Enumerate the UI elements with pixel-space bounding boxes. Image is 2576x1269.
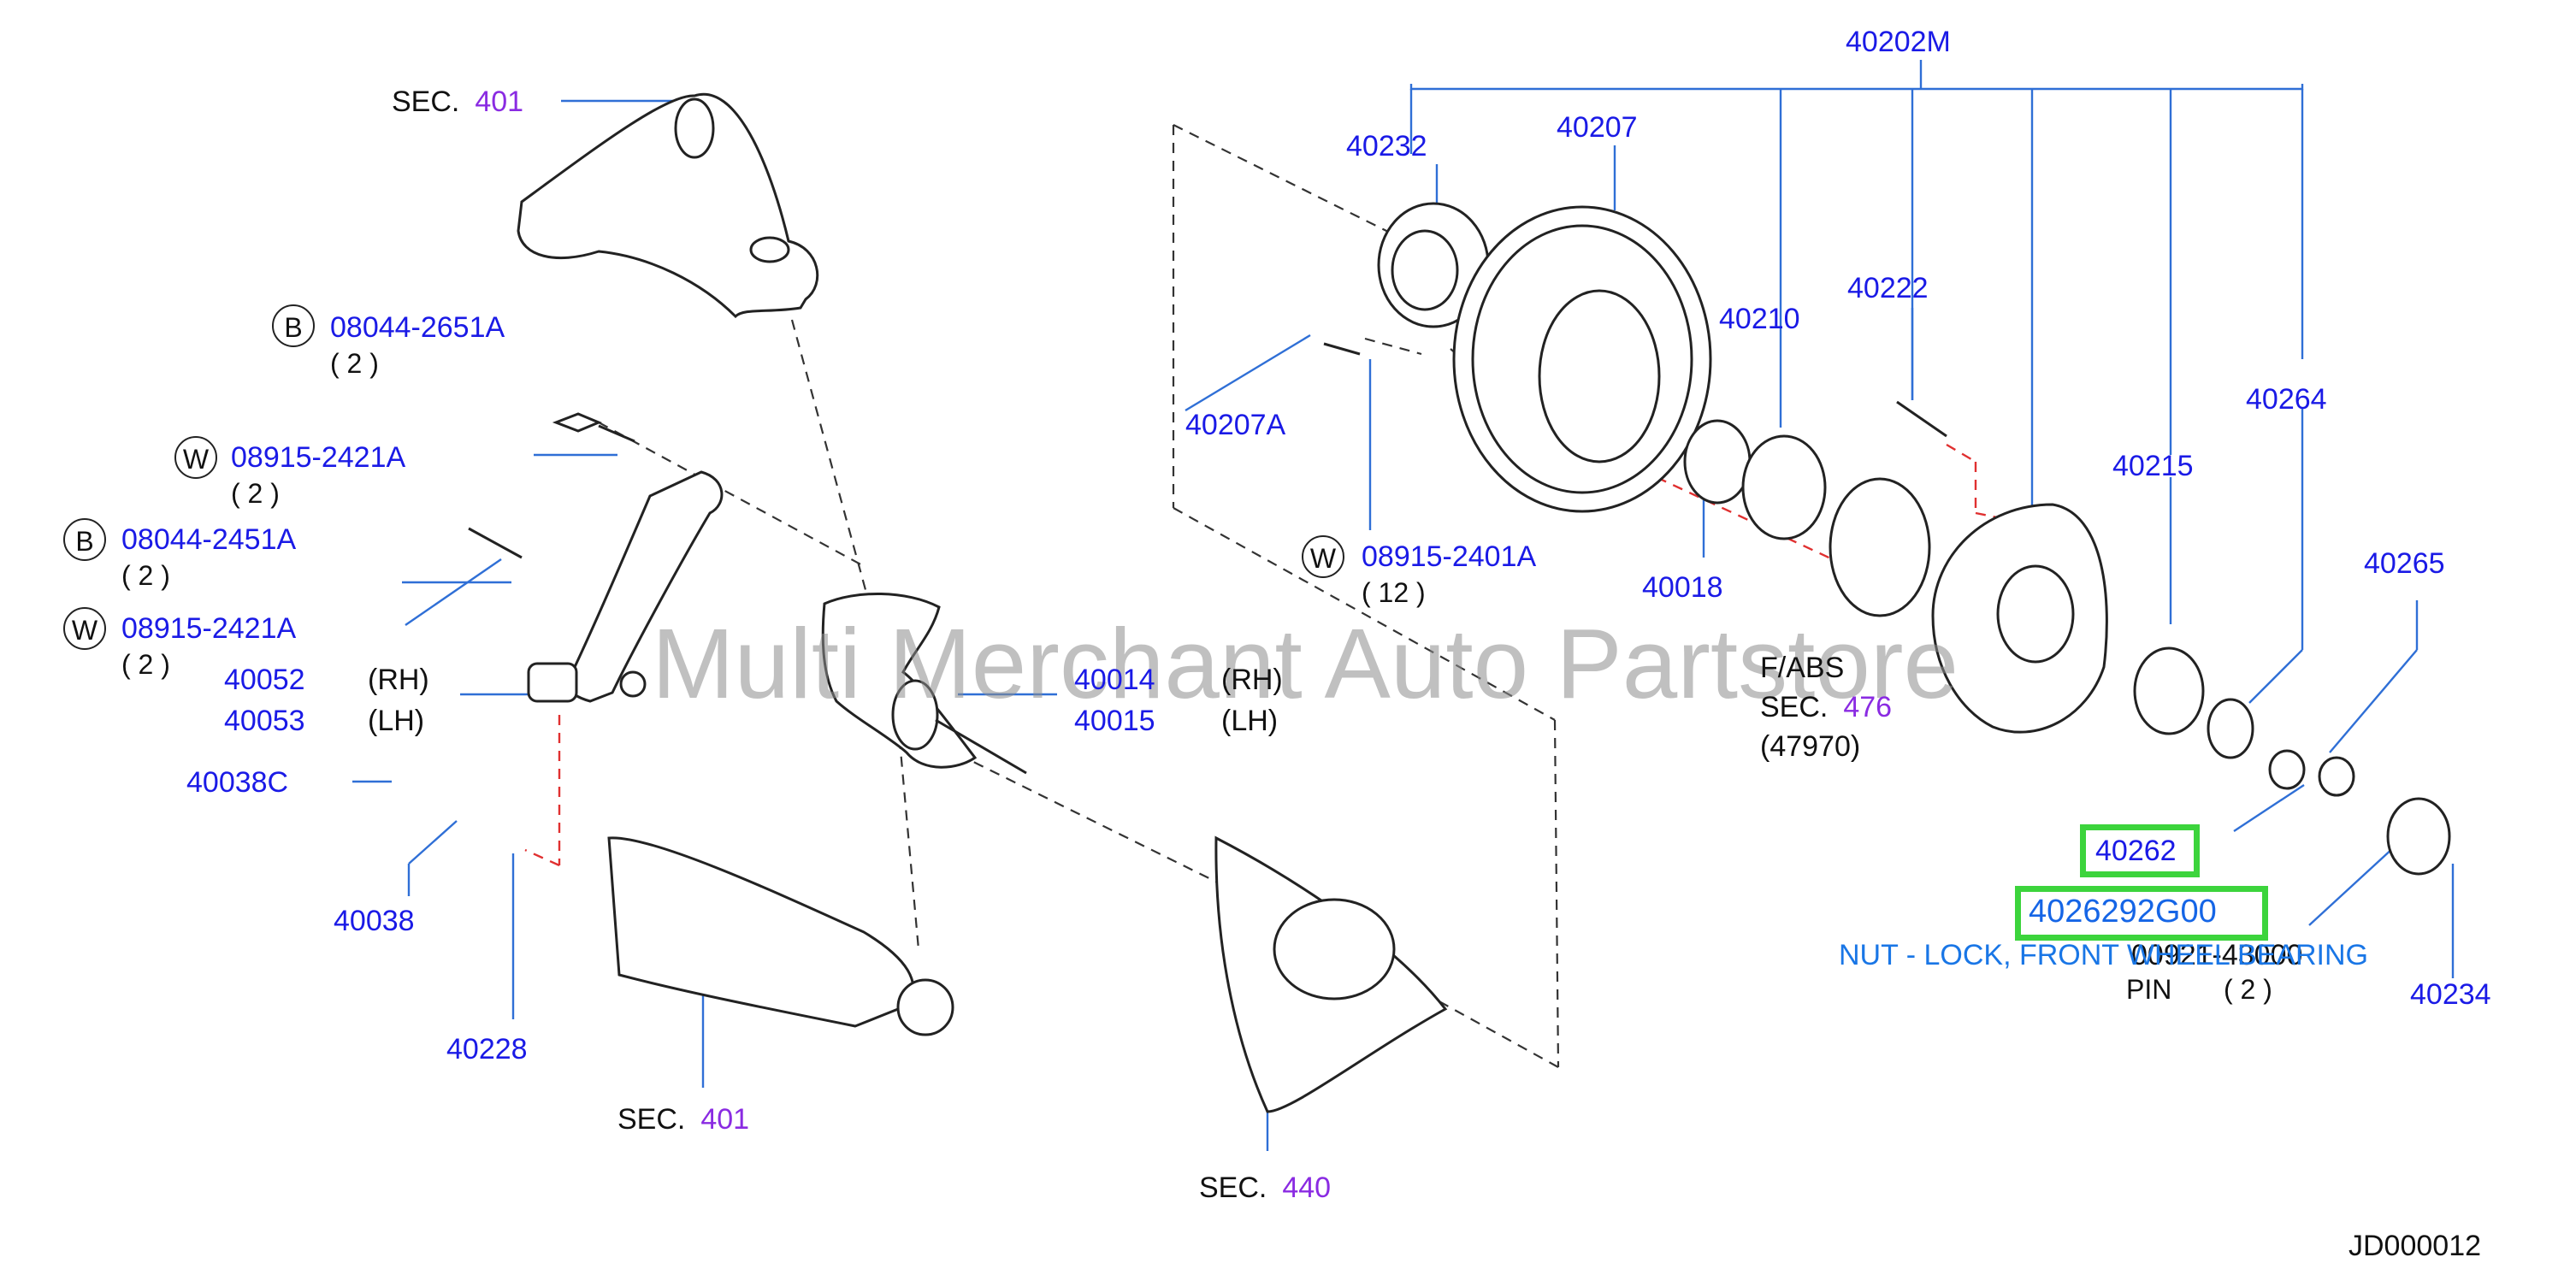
side-lh: (LH) — [368, 705, 425, 737]
fastener-qty: ( 2 ) — [330, 348, 379, 379]
fastener-08044-2651A[interactable]: 08044-2651A — [330, 311, 505, 344]
part-40207[interactable]: 40207 — [1557, 111, 1638, 144]
pin-qty: ( 2 ) — [2224, 974, 2272, 1005]
part-40232[interactable]: 40232 — [1346, 130, 1427, 162]
washer-mark-icon: W — [174, 436, 217, 479]
part-40014[interactable]: 40014 — [1074, 664, 1155, 696]
fastener-08915-2401A[interactable]: 08915-2401A — [1362, 540, 1537, 573]
fastener-08915-2421A[interactable]: 08915-2421A — [231, 441, 406, 474]
fastener-qty: ( 2 ) — [121, 560, 170, 591]
side-lh: (LH) — [1221, 705, 1279, 737]
fastener-qty: ( 12 ) — [1362, 577, 1426, 608]
fastener-08044-2451A[interactable]: 08044-2451A — [121, 523, 297, 556]
section-number: 476 — [1843, 691, 1893, 723]
section-ref-401-bottom: SEC. 401 — [617, 1103, 749, 1136]
section-label: SEC. — [617, 1103, 686, 1136]
leader-lines — [352, 60, 2455, 1151]
part-40210[interactable]: 40210 — [1719, 303, 1800, 335]
section-label: SEC. — [1199, 1172, 1267, 1204]
section-label: SEC. — [392, 86, 460, 118]
part-40222[interactable]: 40222 — [1847, 272, 1929, 304]
diagram-code: JD000012 — [2349, 1230, 2482, 1262]
side-rh: (RH) — [368, 664, 429, 696]
washer-mark-icon: W — [63, 607, 106, 650]
part-40265[interactable]: 40265 — [2364, 547, 2445, 580]
section-label: SEC. — [1760, 691, 1829, 723]
fabs-label: F/ABS — [1760, 652, 1845, 684]
part-40038C[interactable]: 40038C — [186, 766, 289, 799]
part-00921-43000[interactable]: 00921-43000 — [2131, 939, 2303, 971]
section-number: 401 — [700, 1103, 750, 1136]
washer-mark-icon: W — [1302, 535, 1344, 578]
part-40262[interactable]: 40262 — [2095, 835, 2177, 867]
part-40038[interactable]: 40038 — [334, 905, 415, 937]
bolt-mark-icon: B — [272, 304, 315, 347]
section-ref-476: SEC. 476 — [1760, 691, 1892, 723]
section-number: 440 — [1282, 1172, 1332, 1204]
part-40052[interactable]: 40052 — [224, 664, 305, 696]
highlight-box-40262 — [2080, 824, 2200, 877]
watermark: Multi Merchant Auto Partstore — [652, 608, 1959, 719]
part-40015[interactable]: 40015 — [1074, 705, 1155, 737]
fabs-ref: (47970) — [1760, 730, 1861, 763]
part-number-4026292G00[interactable]: 4026292G00 — [2029, 894, 2217, 930]
part-sketches — [468, 92, 2451, 1113]
part-40018[interactable]: 40018 — [1642, 571, 1723, 604]
side-rh: (RH) — [1221, 664, 1283, 696]
section-ref-401-top: SEC. 401 — [392, 86, 523, 118]
part-40228[interactable]: 40228 — [446, 1033, 528, 1065]
highlight-box-part-number — [2015, 886, 2268, 941]
part-description: NUT - LOCK, FRONT WHEEL BEARING — [1839, 939, 2369, 971]
part-40215[interactable]: 40215 — [2112, 450, 2194, 482]
pin-label: PIN — [2126, 974, 2172, 1005]
fastener-qty: ( 2 ) — [231, 478, 280, 509]
section-ref-440: SEC. 440 — [1199, 1172, 1331, 1204]
part-40053[interactable]: 40053 — [224, 705, 305, 737]
part-40234[interactable]: 40234 — [2410, 978, 2491, 1011]
fastener-qty: ( 2 ) — [121, 649, 170, 680]
part-40202M[interactable]: 40202M — [1846, 26, 1951, 58]
part-40207A[interactable]: 40207A — [1185, 409, 1286, 441]
part-40264[interactable]: 40264 — [2246, 383, 2327, 416]
fastener-08915-2421A[interactable]: 08915-2421A — [121, 612, 297, 645]
section-number: 401 — [475, 86, 524, 118]
bolt-mark-icon: B — [63, 518, 106, 561]
